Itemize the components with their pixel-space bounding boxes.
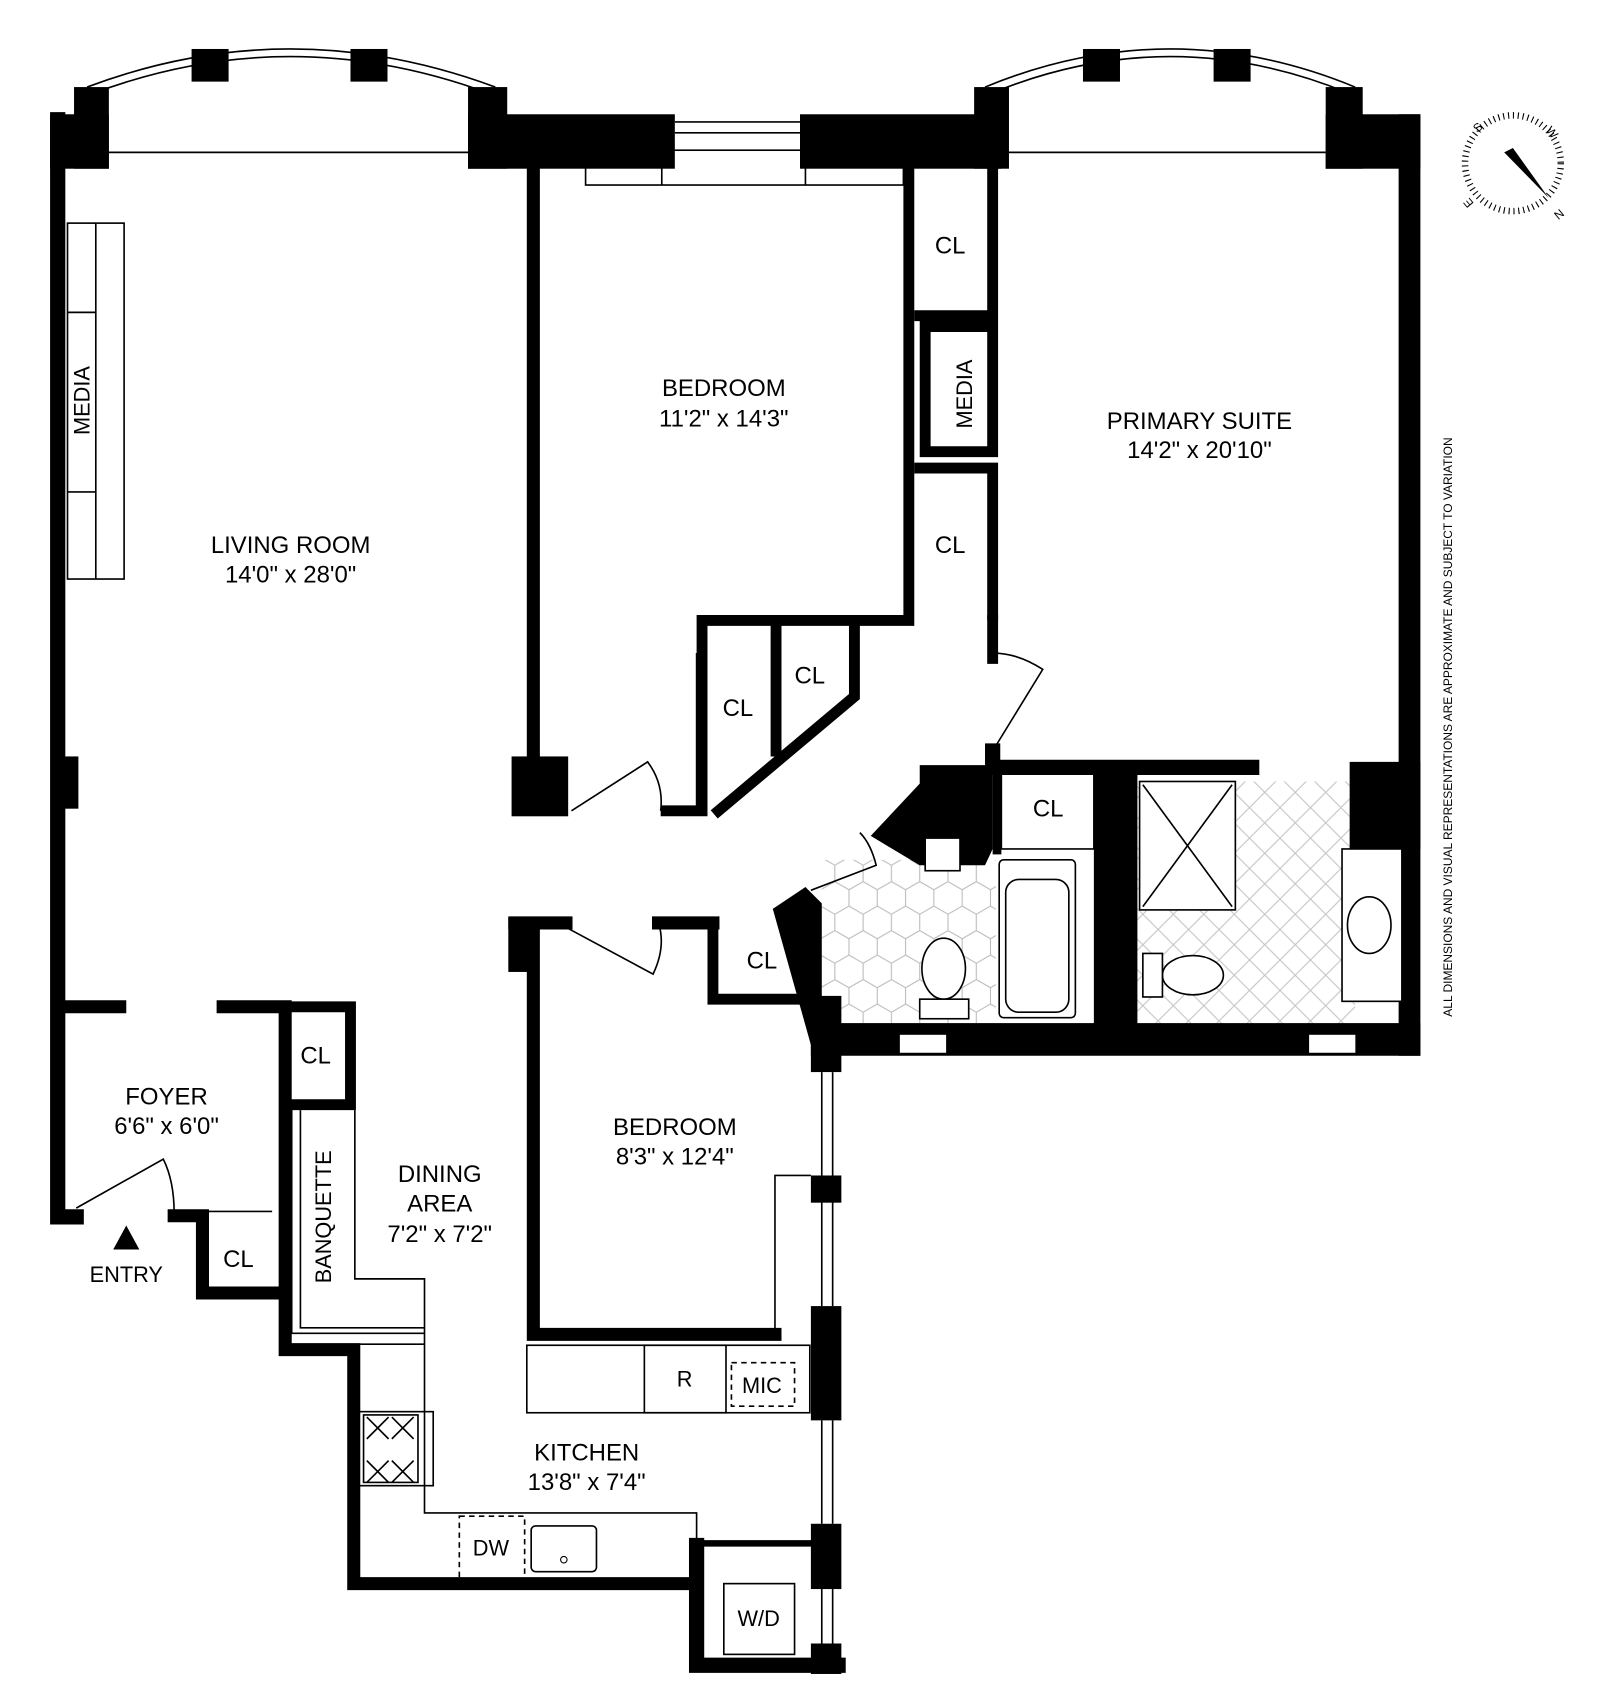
kitchen-size: 13'8" x 7'4" — [528, 1469, 646, 1496]
dining-size: 7'2" x 7'2" — [387, 1221, 492, 1248]
walls — [50, 48, 1421, 1674]
entry-label: ENTRY — [90, 1262, 164, 1287]
closet-label: CL — [747, 948, 778, 975]
bedroom2-size: 8'3" x 12'4" — [616, 1144, 734, 1171]
hall-bath-tile — [821, 859, 996, 1024]
closet-label: CL — [935, 233, 966, 260]
primary-suite-size: 14'2" x 20'10" — [1127, 437, 1272, 464]
microwave-label: MIC — [742, 1373, 782, 1398]
dining-name-2: AREA — [407, 1190, 472, 1217]
closet-label: CL — [794, 663, 825, 690]
compass-e: E — [1461, 195, 1477, 210]
media-living-label: MEDIA — [69, 366, 94, 435]
banquette-label: BANQUETTE — [311, 1150, 336, 1283]
kitchen-name: KITCHEN — [534, 1440, 639, 1467]
room-labels: LIVING ROOM 14'0" x 28'0" BEDROOM 11'2" … — [114, 375, 1292, 1496]
door-swings — [75, 652, 1044, 1214]
fixture-labels: MEDIA MEDIA CL CL CL CL CL CL CL CL BANQ… — [66, 222, 1064, 1631]
foyer-size: 6'6" x 6'0" — [114, 1113, 219, 1140]
closet-label: CL — [223, 1246, 254, 1273]
bedroom1-size: 11'2" x 14'3" — [659, 406, 789, 433]
closet-label: CL — [300, 1042, 331, 1069]
dining-name-1: DINING — [398, 1161, 482, 1188]
living-room-size: 14'0" x 28'0" — [225, 561, 356, 588]
refrigerator-label: R — [677, 1367, 693, 1392]
foyer-name: FOYER — [125, 1084, 207, 1111]
closet-label: CL — [723, 695, 754, 722]
compass-icon: S W E N — [1461, 112, 1567, 222]
entry-triangle-icon — [113, 1225, 140, 1250]
bedroom2-name: BEDROOM — [613, 1114, 737, 1141]
washer-dryer-label: W/D — [738, 1606, 780, 1631]
closet-label: CL — [935, 532, 966, 559]
living-room-name: LIVING ROOM — [211, 532, 371, 559]
compass-n: N — [1551, 206, 1567, 222]
dishwasher-label: DW — [473, 1535, 510, 1560]
primary-suite-name: PRIMARY SUITE — [1107, 408, 1292, 435]
closet-label: CL — [1033, 795, 1064, 822]
disclaimer: ALL DIMENSIONS AND VISUAL REPRESENTATION… — [1441, 437, 1455, 1016]
bedroom1-name: BEDROOM — [662, 375, 786, 402]
stove-icon — [358, 1410, 435, 1487]
media-primary-label: MEDIA — [952, 359, 977, 428]
